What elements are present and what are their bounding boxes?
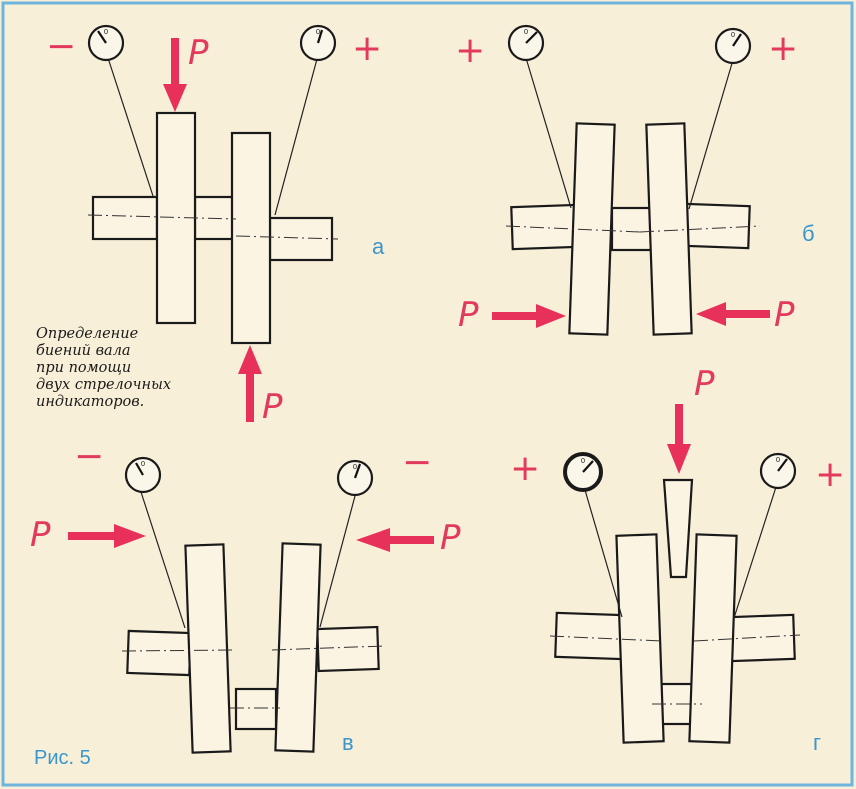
disk-right-a bbox=[230, 131, 272, 345]
panel-b: 0 0 + + P P б bbox=[455, 24, 815, 336]
dial-indicator-icon: 0 bbox=[714, 27, 752, 65]
dial-zero: 0 bbox=[353, 463, 357, 471]
sign-left-g: + bbox=[510, 448, 540, 489]
dial-zero: 0 bbox=[141, 460, 145, 468]
sign-right-v: − bbox=[402, 442, 432, 483]
panel-a: 0 0 − + P P а bbox=[46, 24, 385, 427]
sign-left-v: − bbox=[74, 436, 104, 477]
axis-line-a1 bbox=[87, 214, 237, 220]
shaft-right-b bbox=[683, 202, 751, 250]
axis-line-g2 bbox=[693, 634, 801, 642]
force-arrow-icon bbox=[492, 304, 566, 328]
pointer-left-g bbox=[584, 489, 623, 618]
load-label-a-top: P bbox=[188, 33, 209, 73]
shaft-right-a bbox=[268, 216, 334, 262]
dial-zero: 0 bbox=[316, 28, 320, 36]
sign-left-b: + bbox=[455, 30, 485, 71]
shaft-right-g bbox=[728, 613, 796, 663]
axis-line-v1 bbox=[121, 649, 237, 652]
sign-right-g: + bbox=[815, 454, 845, 495]
pointer-right-b bbox=[688, 59, 734, 210]
sign-right-a: + bbox=[352, 28, 382, 69]
disk-left-v bbox=[184, 543, 232, 754]
pointer-right-g bbox=[733, 486, 777, 619]
shaft-left-v bbox=[126, 629, 192, 677]
axis-line-b2 bbox=[639, 225, 761, 233]
shaft-left-g bbox=[554, 611, 626, 661]
disk-left-g bbox=[615, 533, 665, 744]
panel-g: 0 0 + + P г bbox=[510, 364, 845, 755]
dial-zero: 0 bbox=[104, 28, 108, 36]
disk-left-b bbox=[568, 122, 616, 336]
panel-label-a: а bbox=[372, 234, 385, 259]
shaft-mid-v bbox=[234, 687, 278, 731]
figure-label: Рис. 5 bbox=[34, 747, 91, 769]
load-label-a-bottom: P bbox=[262, 387, 283, 427]
wedge-g bbox=[662, 478, 694, 579]
load-label-v-left: P bbox=[30, 515, 51, 555]
load-label-b-left: P bbox=[458, 295, 479, 335]
caption-line: при помощи bbox=[36, 360, 132, 376]
dial-indicator-icon: 0 bbox=[507, 24, 545, 62]
pointer-left-b bbox=[525, 57, 572, 209]
dial-zero: 0 bbox=[581, 457, 585, 465]
shaft-mid-b bbox=[610, 206, 654, 252]
dial-indicator-icon: 0 bbox=[124, 456, 162, 494]
dial-zero: 0 bbox=[731, 31, 735, 39]
caption-line: биений вала bbox=[36, 343, 131, 359]
axis-line-b1 bbox=[505, 225, 641, 233]
dial-indicator-icon: 0 bbox=[563, 452, 603, 492]
shaft-right-v bbox=[316, 625, 380, 673]
load-label-v-right: P bbox=[440, 518, 461, 558]
dial-zero: 0 bbox=[524, 28, 528, 36]
force-arrow-icon bbox=[696, 302, 770, 326]
force-arrow-icon bbox=[667, 404, 691, 474]
shaft-left-b bbox=[510, 203, 580, 251]
force-arrow-icon bbox=[68, 524, 146, 548]
caption-line: индикаторов. bbox=[36, 394, 145, 410]
disk-right-b bbox=[645, 122, 693, 336]
pointer-left-v bbox=[140, 491, 186, 629]
axis-line-a2 bbox=[235, 235, 339, 240]
load-label-g-top: P bbox=[694, 364, 715, 404]
caption-line: Определение bbox=[36, 326, 139, 342]
dial-indicator-icon: 0 bbox=[759, 452, 797, 490]
shaft-left-a bbox=[91, 195, 159, 241]
panel-label-g: г bbox=[813, 730, 821, 755]
dial-indicator-icon: 0 bbox=[336, 459, 374, 497]
force-arrow-icon bbox=[163, 38, 187, 112]
force-arrow-icon bbox=[238, 345, 262, 422]
dial-indicator-icon: 0 bbox=[87, 24, 125, 62]
caption: Определение биений вала при помощи двух … bbox=[36, 326, 196, 411]
axis-line-v2 bbox=[271, 645, 385, 651]
pointer-right-v bbox=[319, 495, 356, 628]
pointer-right-a bbox=[274, 58, 318, 216]
caption-line: двух стрелочных bbox=[36, 377, 172, 393]
panel-label-b: б bbox=[802, 221, 815, 246]
pointer-left-a bbox=[107, 57, 154, 197]
panel-label-v: в bbox=[342, 730, 354, 755]
force-arrow-icon bbox=[356, 528, 434, 552]
sign-left-a: − bbox=[46, 26, 76, 67]
panel-v: 0 0 − − P P в bbox=[30, 436, 461, 755]
load-label-b-right: P bbox=[774, 295, 795, 335]
disk-right-g bbox=[688, 533, 738, 744]
dial-zero: 0 bbox=[776, 456, 780, 464]
axis-line-g1 bbox=[549, 635, 663, 642]
sign-right-b: + bbox=[768, 28, 798, 69]
dial-indicator-icon: 0 bbox=[299, 24, 337, 62]
disk-right-v bbox=[274, 542, 322, 753]
